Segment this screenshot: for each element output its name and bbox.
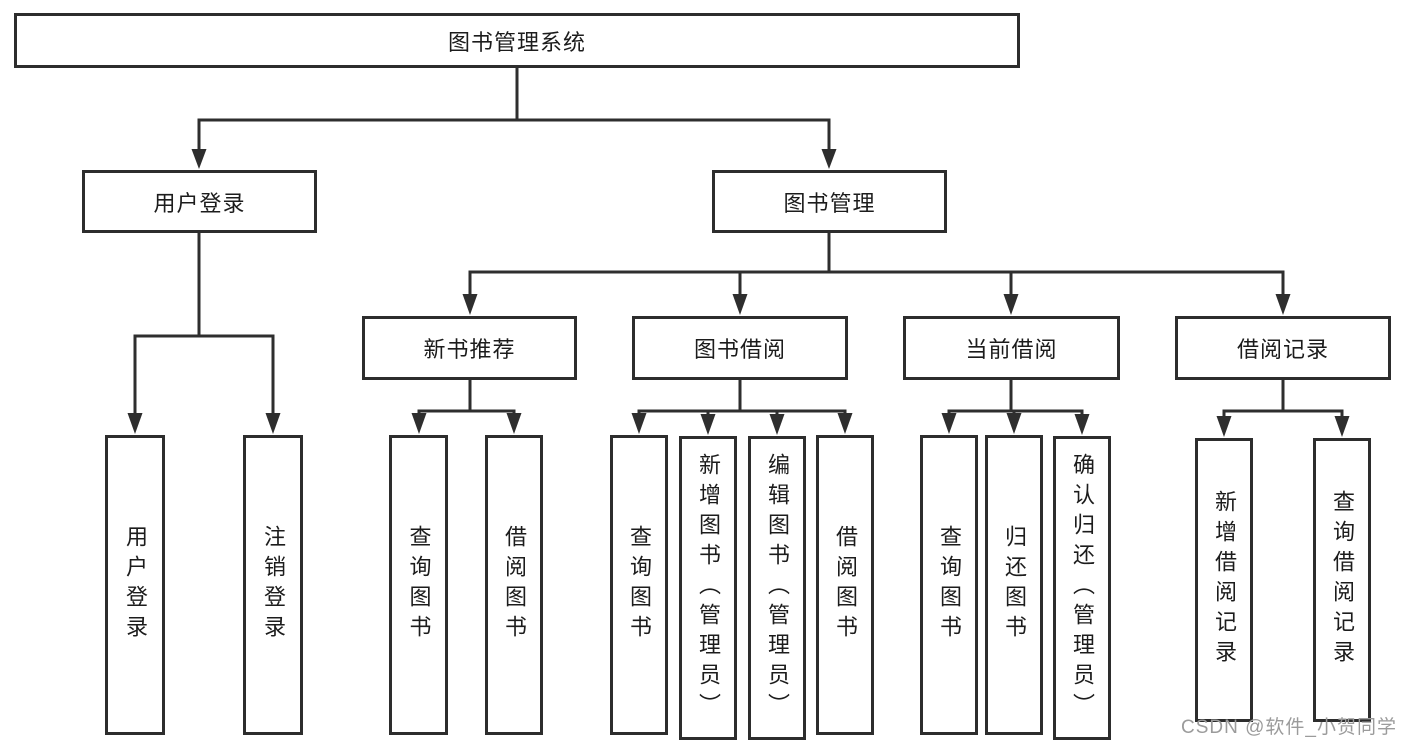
leaf-user-login-label: 用户登录: [123, 525, 148, 645]
leaf-add-book-admin-label: 新增图书（管理员）: [696, 453, 721, 723]
leaf-borrow-book-1: 借阅图书: [485, 435, 543, 735]
node-current-borrow: 当前借阅: [903, 316, 1120, 380]
leaf-query-borrow-record-label: 查询借阅记录: [1330, 490, 1355, 670]
node-book-management: 图书管理: [712, 170, 947, 233]
leaf-borrow-book-1-label: 借阅图书: [502, 525, 527, 645]
leaf-borrow-book-2-label: 借阅图书: [833, 525, 858, 645]
leaf-query-borrow-record: 查询借阅记录: [1313, 438, 1371, 722]
leaf-edit-book-admin-label: 编辑图书（管理员）: [765, 453, 790, 723]
leaf-add-borrow-record: 新增借阅记录: [1195, 438, 1253, 722]
leaf-logout-label: 注销登录: [261, 525, 286, 645]
node-current-borrow-label: 当前借阅: [965, 337, 1058, 362]
arrowheads: [127, 149, 1350, 437]
node-user-login: 用户登录: [82, 170, 317, 233]
leaf-return-book-label: 归还图书: [1002, 525, 1027, 645]
leaf-query-book-1-label: 查询图书: [406, 525, 432, 645]
leaf-confirm-return-admin: 确认归还（管理员）: [1053, 436, 1111, 740]
node-user-login-label: 用户登录: [153, 190, 246, 216]
node-root-label: 图书管理系统: [447, 29, 586, 55]
leaf-query-book-1: 查询图书: [389, 435, 448, 735]
connector-strokes: [133, 68, 1344, 416]
leaf-add-book-admin: 新增图书（管理员）: [679, 436, 737, 740]
node-root: 图书管理系统: [14, 13, 1020, 68]
leaf-logout: 注销登录: [243, 435, 303, 735]
watermark-text: CSDN @软件_小贺同学: [1181, 717, 1397, 738]
node-new-book-recommend-label: 新书推荐: [423, 337, 516, 362]
leaf-return-book: 归还图书: [985, 435, 1043, 735]
leaf-add-borrow-record-label: 新增借阅记录: [1212, 490, 1237, 670]
leaf-query-book-2-label: 查询图书: [627, 525, 652, 645]
node-borrow-records: 借阅记录: [1175, 316, 1391, 380]
leaf-user-login: 用户登录: [105, 435, 165, 735]
node-book-borrow: 图书借阅: [632, 316, 848, 380]
leaf-query-book-3-label: 查询图书: [937, 525, 962, 645]
leaf-query-book-3: 查询图书: [920, 435, 978, 735]
leaf-query-book-2: 查询图书: [610, 435, 668, 735]
node-book-borrow-label: 图书借阅: [693, 337, 786, 362]
node-book-management-label: 图书管理: [783, 190, 876, 216]
leaf-confirm-return-admin-label: 确认归还（管理员）: [1070, 453, 1095, 723]
leaf-borrow-book-2: 借阅图书: [816, 435, 874, 735]
node-borrow-records-label: 借阅记录: [1236, 337, 1329, 362]
node-new-book-recommend: 新书推荐: [362, 316, 577, 380]
leaf-edit-book-admin: 编辑图书（管理员）: [748, 436, 806, 740]
